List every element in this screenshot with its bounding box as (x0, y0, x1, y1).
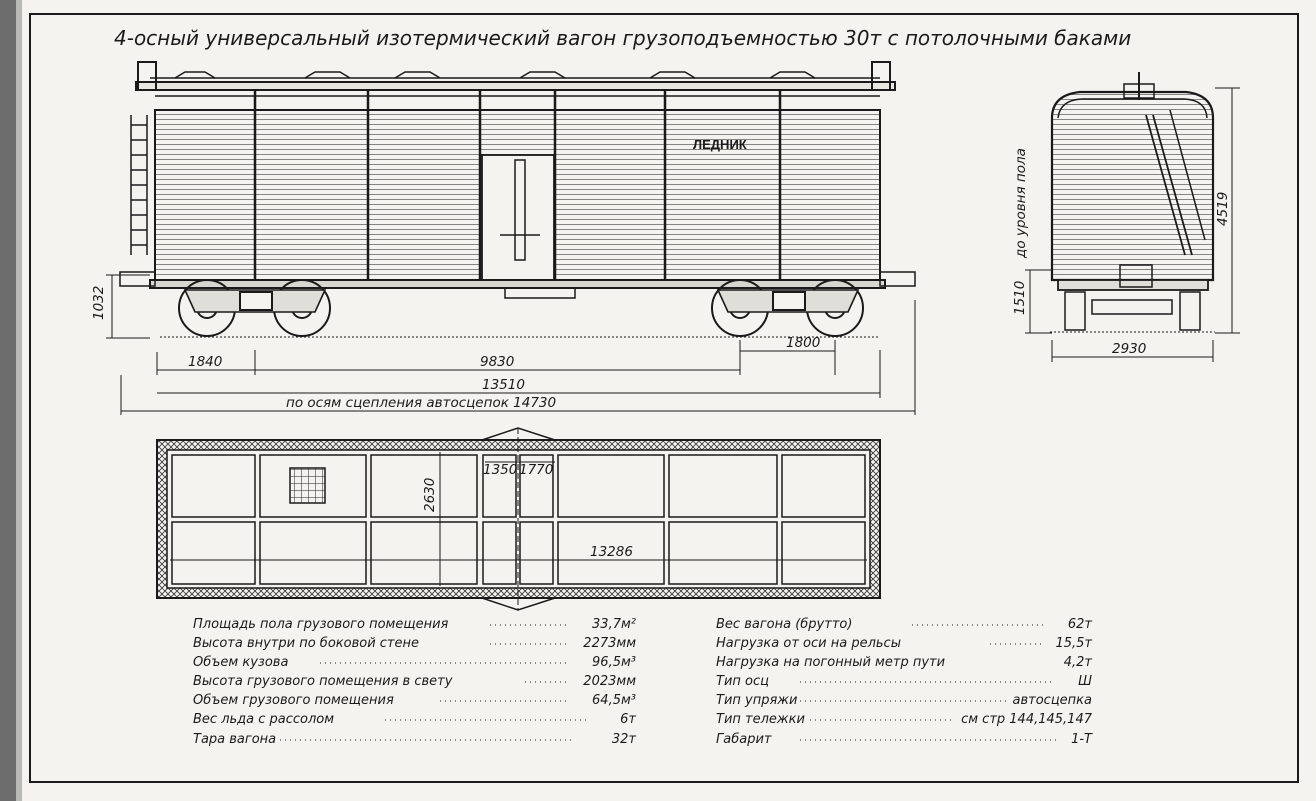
spec-left-label: Высота грузового помещения в свету (193, 674, 453, 689)
spec-left-label: Объем кузова (193, 655, 288, 670)
dim-end-width: 2930 (1112, 341, 1146, 357)
spec-right-label: Тип осц (716, 674, 769, 689)
dim-couplers: по осям сцепления автосцепок 14730 (286, 395, 556, 411)
floor-level-note: до уровня пола (1013, 148, 1029, 259)
spec-left-value: 6т (620, 712, 636, 727)
spec-right-value: 62т (1068, 617, 1093, 632)
dim-end-total: 4519 (1215, 192, 1231, 226)
end-view (1050, 72, 1215, 333)
spec-right-value: автосцепка (1013, 693, 1093, 708)
dim-door-left: 1350 (483, 462, 517, 478)
spec-right-value: см стр 144,145,147 (961, 712, 1093, 727)
specs-left: Площадь пола грузового помещения 33,7м² … (193, 617, 636, 747)
side-dimension-lines (106, 274, 916, 415)
dot-leaders (280, 624, 1060, 741)
spec-left-value: 96,5м³ (592, 655, 636, 670)
plan-view (156, 427, 881, 611)
spec-right-label: Вес вагона (брутто) (716, 617, 852, 632)
spec-right-label: Габарит (716, 732, 772, 747)
spec-left-value: 64,5м³ (592, 693, 636, 708)
dim-bogie-right: 1800 (786, 335, 820, 351)
spec-right-value: 1-Т (1071, 732, 1093, 747)
spec-right-label: Тип тележки (716, 712, 805, 727)
dim-base: 9830 (480, 354, 514, 370)
spec-right-value: 4,2т (1064, 655, 1093, 670)
side-view (119, 61, 916, 338)
dim-plan-length: 13286 (590, 544, 633, 560)
dim-frame: 13510 (482, 377, 525, 393)
dim-plan-width: 2630 (422, 478, 438, 512)
spec-right-label: Нагрузка от оси на рельсы (716, 636, 901, 651)
spec-right-label: Нагрузка на погонный метр пути (716, 655, 945, 670)
spec-left-label: Объем грузового помещения (193, 693, 394, 708)
ice-bunker-label: ЛЕДНИК (693, 137, 747, 152)
drawing-title: 4-осный универсальный изотермический ваг… (114, 26, 1131, 50)
dim-end-low: 1510 (1012, 281, 1028, 315)
spec-left-value: 33,7м² (592, 617, 636, 632)
spec-left-label: Площадь пола грузового помещения (193, 617, 449, 632)
spec-left-value: 2273мм (583, 636, 636, 651)
sheet-border (29, 13, 1299, 783)
spec-right-value: 15,5т (1055, 636, 1092, 651)
spec-left-label: Высота внутри по боковой стене (193, 636, 419, 651)
dim-side-height: 1032 (91, 286, 107, 320)
dim-door-right: 1770 (519, 462, 553, 478)
end-dimension-lines (1025, 87, 1240, 362)
specs-right: Вес вагона (брутто) 62т Нагрузка от оси … (716, 617, 1093, 747)
spec-right-value: Ш (1078, 674, 1092, 689)
spec-left-label: Вес льда с рассолом (193, 712, 334, 727)
spec-left-value: 2023мм (583, 674, 636, 689)
dim-bogie-left: 1840 (188, 354, 222, 370)
spec-left-label: Тара вагона (193, 732, 276, 747)
spec-left-value: 32т (612, 732, 637, 747)
spec-right-label: Тип упряжи (716, 693, 797, 708)
